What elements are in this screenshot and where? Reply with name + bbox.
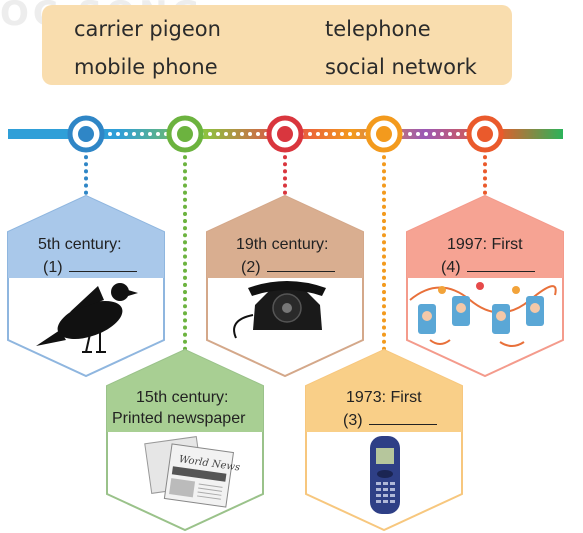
blank-1-number: (1) (43, 259, 63, 276)
hexagon-4-line2: (3) (343, 410, 437, 430)
word-social-network: social network (325, 55, 477, 79)
word-telephone: telephone (325, 17, 431, 41)
hexagon-2-line1: 15th century: (136, 389, 229, 406)
blank-1[interactable] (68, 257, 137, 272)
telephone-icon (233, 281, 326, 339)
mobile-phone-icon (370, 436, 400, 514)
newspaper-icon: World News (144, 436, 241, 508)
blank-4[interactable] (466, 257, 535, 272)
timeline-bar-dots (100, 132, 468, 136)
blank-2-number: (2) (241, 259, 261, 276)
node-5 (466, 115, 504, 153)
word-carrier-pigeon: carrier pigeon (74, 17, 221, 41)
node-3 (266, 115, 304, 153)
hexagon-3-line1: 19th century: (236, 236, 329, 253)
hexagon-1-line1: 5th century: (38, 236, 122, 253)
hexagon-2-line2: Printed newspaper (112, 410, 246, 427)
pigeon-icon (36, 283, 138, 353)
blank-4-number: (4) (441, 259, 461, 276)
blank-3[interactable] (368, 410, 437, 425)
node-4 (365, 115, 403, 153)
hexagon-3-line2: (2) (241, 257, 335, 277)
social-network-icon (409, 282, 557, 347)
blank-2[interactable] (266, 257, 335, 272)
node-1 (67, 115, 105, 153)
hexagon-4-line1: 1973: First (346, 389, 422, 406)
hexagon-5-line1: 1997: First (447, 236, 523, 253)
node-2 (166, 115, 204, 153)
blank-3-number: (3) (343, 412, 363, 429)
word-mobile-phone: mobile phone (74, 55, 218, 79)
hexagon-5 (406, 194, 564, 378)
hexagon-5-line2: (4) (441, 257, 535, 277)
word-box: carrier pigeon telephone mobile phone so… (42, 5, 512, 85)
hexagon-1-line2: (1) (43, 257, 137, 277)
hexagon-1 (7, 194, 165, 378)
